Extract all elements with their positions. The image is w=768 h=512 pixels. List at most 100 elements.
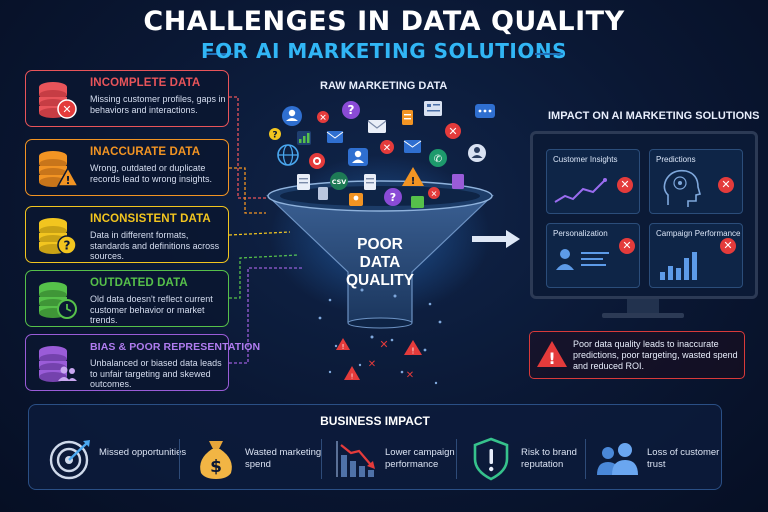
business-item-label: Risk to brand reputation: [521, 447, 577, 470]
impact-label: IMPACT ON AI MARKETING SOLUTIONS: [548, 110, 760, 122]
divider: [585, 439, 586, 479]
money-bag-icon: $: [200, 441, 232, 479]
user-icon: [282, 106, 302, 126]
svg-text:?: ?: [390, 191, 396, 204]
document-icon: [402, 110, 413, 125]
document-icon-3: [364, 174, 376, 190]
business-item-label: Lower campaign performance: [385, 447, 455, 470]
panel-customer-insights: Customer Insights ✕: [546, 149, 640, 214]
subtitle-divider-right: [535, 53, 563, 55]
document-icon-2: [297, 174, 310, 190]
svg-text:✕: ✕: [319, 114, 327, 124]
brain-head-icon: [663, 169, 701, 207]
globe-icon: [277, 144, 299, 166]
users-icon: [597, 443, 638, 475]
monitor-dashboard: Customer Insights ✕ Predictions ✕ Person…: [530, 131, 758, 299]
svg-text:✕: ✕: [368, 359, 376, 370]
chart-icon: [297, 131, 311, 145]
monitor-base: [602, 313, 684, 318]
divider: [321, 439, 322, 479]
page-subtitle: FOR AI MARKETING SOLUTIONS: [201, 39, 567, 63]
bar-chart-icon: [660, 252, 697, 280]
raw-data-label: RAW MARKETING DATA: [320, 80, 448, 92]
warning-icon: !: [402, 167, 424, 187]
funnel-center-line-3: QUALITY: [345, 272, 415, 289]
svg-text:!: !: [411, 176, 416, 187]
svg-text:✕: ✕: [383, 143, 391, 154]
monitor-neck: [627, 298, 659, 314]
line-chart-icon: [554, 178, 607, 203]
database-clock-icon: [39, 282, 77, 319]
challenge-title: INCONSISTENT DATA: [90, 213, 211, 225]
funnel-center-line-1: POOR: [357, 236, 403, 253]
svg-text:✕: ✕: [406, 370, 414, 381]
error-icon: ✕: [718, 177, 734, 193]
funnel-center-line-2: DATA: [359, 254, 401, 271]
svg-text:!: !: [411, 347, 414, 356]
user-profile-icon: [556, 249, 609, 270]
error-icon: ✕: [619, 238, 635, 254]
challenge-incomplete-data: ✕ INCOMPLETE DATA Missing customer profi…: [25, 70, 229, 127]
challenge-title: BIAS & POOR REPRESENTATION: [90, 341, 261, 353]
svg-text:$: $: [210, 457, 222, 477]
shield-alert-icon: [473, 437, 509, 481]
database-warning-icon: !: [39, 151, 79, 187]
csv-chip-text: CSV: [332, 178, 347, 186]
error-icon-4: ✕: [428, 187, 440, 199]
list-icon: [424, 101, 442, 116]
impact-note-text: Poor data quality leads to inaccurate pr…: [573, 339, 738, 371]
target-icon: [49, 440, 90, 480]
business-impact-title: BUSINESS IMPACT: [320, 414, 430, 428]
panel-predictions: Predictions ✕: [649, 149, 743, 214]
svg-text:✆: ✆: [434, 154, 442, 165]
business-item-label: Missed opportunities: [99, 447, 187, 458]
falling-particles: [318, 288, 442, 385]
declining-chart-icon: [336, 441, 375, 477]
mail-icon-2: [326, 131, 344, 143]
panel-title: Personalization: [553, 229, 608, 238]
impact-note: ! Poor data quality leads to inaccurate …: [529, 331, 745, 379]
connector-bias: [229, 267, 304, 364]
page-title: CHALLENGES IN DATA QUALITY: [143, 6, 625, 37]
person-icon-orange: [349, 193, 363, 206]
chat-icon: [475, 104, 495, 118]
panel-campaign-performance: Campaign Performance ✕: [649, 223, 743, 288]
database-question-icon: ?: [39, 218, 77, 255]
business-impact-section: BUSINESS IMPACT Missed opportunities $ W…: [28, 404, 722, 490]
connector-incomplete: [229, 96, 266, 199]
svg-text:✕: ✕: [448, 125, 457, 138]
panel-title: Campaign Performance: [656, 229, 741, 238]
svg-text:?: ?: [348, 103, 355, 117]
phone-icon: ✆: [429, 149, 447, 167]
challenge-description: Old data doesn't reflect current custome…: [90, 294, 213, 325]
divider: [179, 439, 180, 479]
falling-warning-icons: ! ! ! ✕ ✕ ✕: [336, 338, 422, 381]
error-icon-2: ✕: [445, 123, 461, 139]
question-icon-3: ?: [384, 188, 402, 206]
challenge-inaccurate-data: ! INACCURATE DATA Wrong, outdated or dup…: [25, 139, 229, 196]
question-icon: ?: [342, 101, 360, 119]
business-item-label: Wasted marketing spend: [245, 447, 322, 470]
challenge-title: OUTDATED DATA: [90, 277, 188, 289]
svg-text:?: ?: [272, 131, 277, 141]
challenge-description: Missing customer profiles, gaps in behav…: [90, 94, 226, 115]
svg-text:✕: ✕: [62, 103, 71, 116]
svg-text:✕: ✕: [379, 338, 388, 351]
svg-text:!: !: [65, 174, 70, 187]
warning-icon: !: [537, 341, 567, 368]
svg-text:?: ?: [64, 239, 71, 253]
arrow-right-icon: [472, 230, 520, 248]
connector-outdated: [229, 254, 299, 299]
mail-icon-3: [403, 140, 422, 153]
error-icon: ✕: [317, 111, 329, 124]
connector-inaccurate: [229, 167, 266, 214]
svg-text:✕: ✕: [431, 190, 438, 199]
document-icon-4: [318, 187, 328, 200]
panel-title: Customer Insights: [553, 155, 618, 164]
error-icon: ✕: [617, 177, 633, 193]
svg-text:!: !: [548, 349, 555, 368]
database-x-icon: ✕: [39, 82, 77, 119]
csv-file-icon: CSV: [330, 172, 348, 190]
question-icon-2: ?: [269, 128, 281, 141]
